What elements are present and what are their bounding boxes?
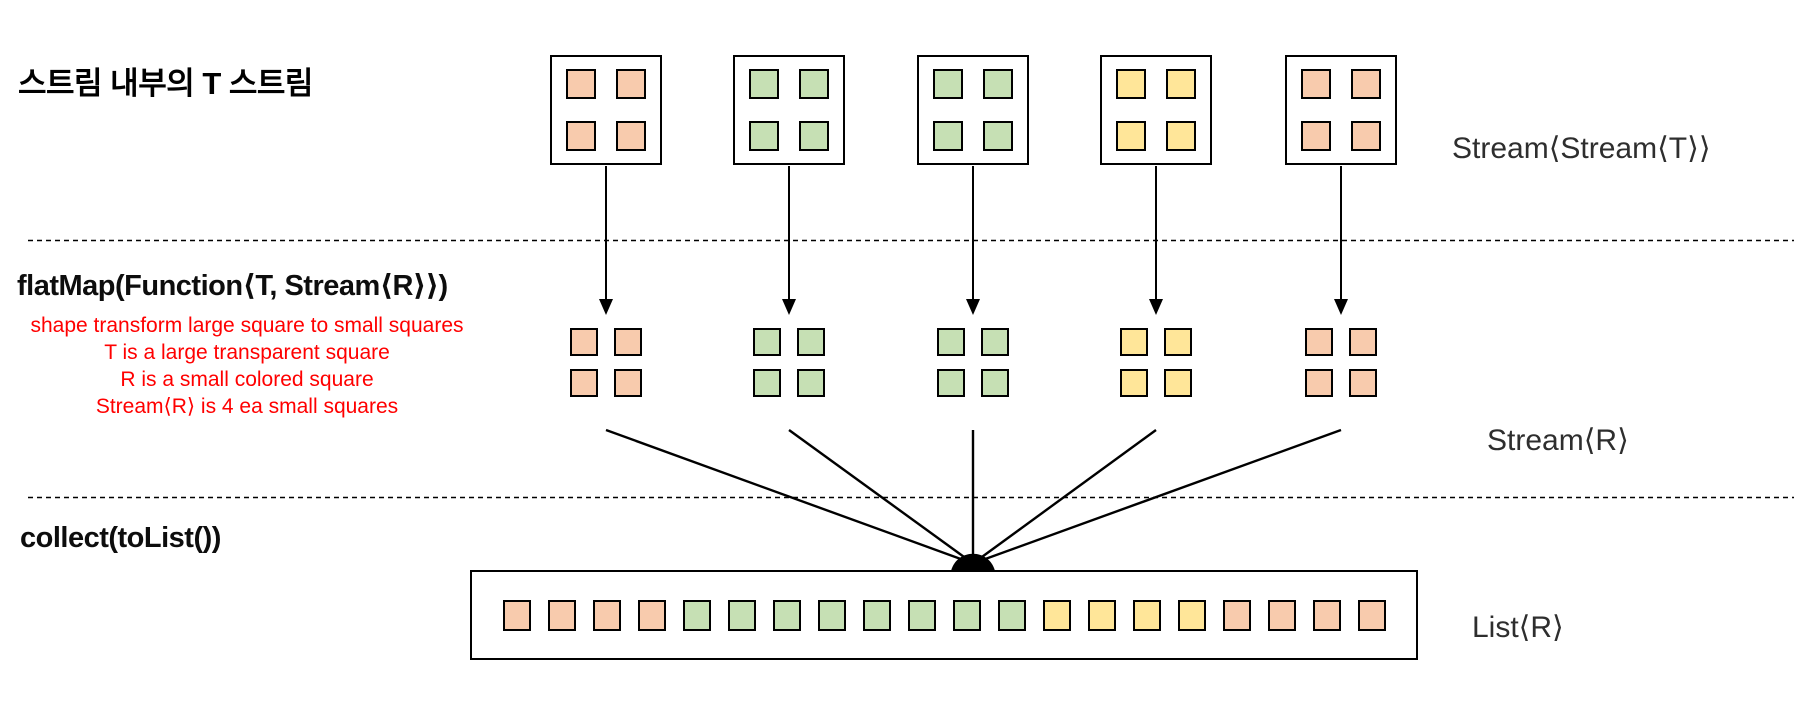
small-square-orange [614,369,642,397]
small-square-green [817,599,846,631]
small-square-green [749,69,779,99]
note-line: R is a small colored square [120,368,374,391]
down-arrow-icon [599,166,613,315]
label-stream-r: Stream⟨R⟩ [1487,424,1629,457]
small-square-orange [547,599,576,631]
down-arrow-icon [1149,166,1163,315]
small-square-orange [614,328,642,356]
flatmap-heading: flatMap(Function⟨T, Stream⟨R⟩⟩) [17,270,448,302]
small-square-yellow [1116,69,1146,99]
stream-box-2 [733,55,845,165]
small-square-orange [1301,69,1331,99]
stream-box-3 [917,55,1029,165]
small-square-green [772,599,801,631]
small-square-orange [637,599,666,631]
collect-converge-lines [605,428,1342,571]
flattened-group-2 [753,328,825,397]
small-square-green [983,69,1013,99]
small-square-orange [1351,69,1381,99]
small-square-orange [1349,328,1377,356]
small-square-green [727,599,756,631]
flattened-group-5 [1305,328,1377,397]
small-square-green [952,599,981,631]
small-square-orange [1305,328,1333,356]
small-square-orange [1301,121,1331,151]
red-notes: shape transform large square to small sq… [8,312,486,420]
small-square-green [981,369,1009,397]
small-square-yellow [1177,599,1206,631]
small-square-green [797,369,825,397]
stream-box-5 [1285,55,1397,165]
small-square-yellow [1166,69,1196,99]
small-square-green [937,369,965,397]
small-square-orange [1351,121,1381,151]
small-square-orange [592,599,621,631]
down-arrow-icon [1334,166,1348,315]
small-square-yellow [1120,369,1148,397]
small-square-green [797,328,825,356]
small-square-orange [616,121,646,151]
small-square-yellow [1042,599,1071,631]
result-list-box [470,570,1418,660]
small-square-green [799,69,829,99]
small-square-green [907,599,936,631]
small-square-green [749,121,779,151]
flattened-group-1 [570,328,642,397]
flattened-group-3 [937,328,1009,397]
small-square-orange [566,121,596,151]
page-title: 스트림 내부의 T 스트림 [18,66,313,101]
small-square-orange [502,599,531,631]
small-square-yellow [1120,328,1148,356]
note-line: shape transform large square to small sq… [30,314,464,337]
flattened-group-4 [1120,328,1192,397]
small-square-green [937,328,965,356]
collect-heading: collect(toList()) [20,522,221,554]
down-arrow-icon [782,166,796,315]
small-square-yellow [1164,369,1192,397]
note-line: T is a large transparent square [104,341,390,364]
small-square-green [862,599,891,631]
stream-box-1 [550,55,662,165]
down-arrow-icon [966,166,980,315]
small-square-green [682,599,711,631]
small-square-orange [1312,599,1341,631]
small-square-orange [566,69,596,99]
small-square-green [933,69,963,99]
small-square-orange [1305,369,1333,397]
small-square-orange [570,369,598,397]
small-square-orange [616,69,646,99]
small-square-yellow [1132,599,1161,631]
label-stream-of-stream: Stream⟨Stream⟨T⟩⟩ [1452,132,1711,165]
small-square-orange [1357,599,1386,631]
small-square-orange [1349,369,1377,397]
small-square-green [983,121,1013,151]
note-line: Stream⟨R⟩ is 4 ea small squares [95,395,399,418]
small-square-orange [570,328,598,356]
small-square-yellow [1166,121,1196,151]
small-square-green [753,369,781,397]
small-square-green [753,328,781,356]
small-square-orange [1222,599,1251,631]
small-square-yellow [1087,599,1116,631]
small-square-green [997,599,1026,631]
small-square-green [799,121,829,151]
converge-point [951,553,995,571]
small-square-yellow [1164,328,1192,356]
small-square-green [933,121,963,151]
label-list-r: List⟨R⟩ [1472,611,1564,644]
small-square-orange [1267,599,1296,631]
small-square-yellow [1116,121,1146,151]
stream-box-4 [1100,55,1212,165]
small-square-green [981,328,1009,356]
